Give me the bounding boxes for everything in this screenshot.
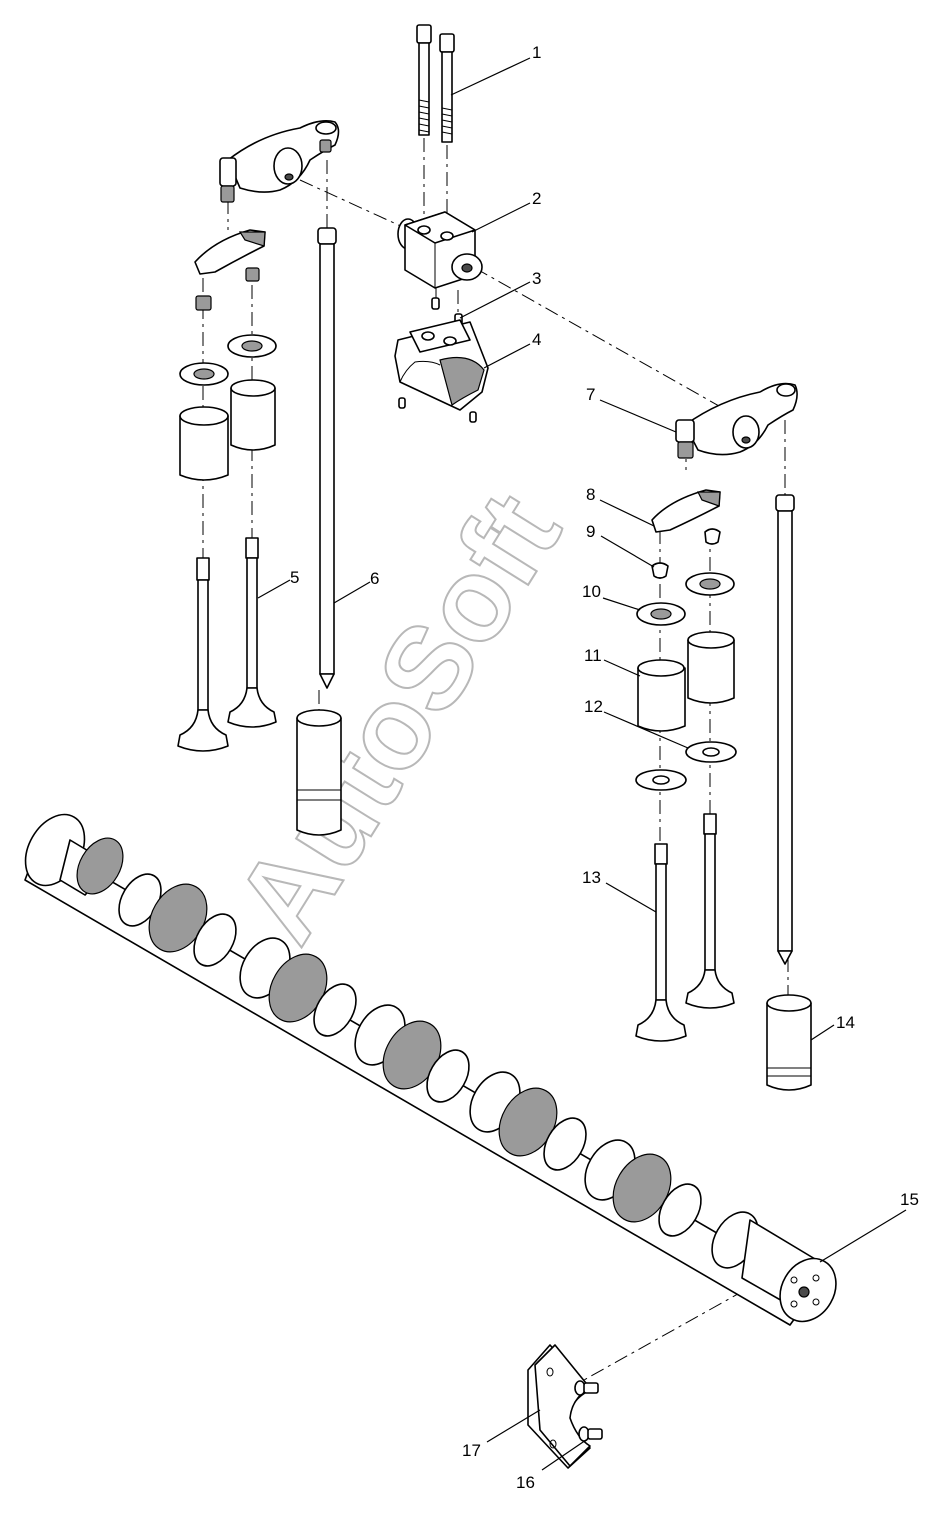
camshaft-lobes (24, 813, 837, 1323)
tappet-right (766, 994, 812, 1091)
rocker-arm-left (219, 120, 340, 203)
valve-springs-left (179, 379, 276, 481)
rocker-arm-right (675, 382, 798, 459)
callout-17: 17 (462, 1441, 481, 1460)
callout-2: 2 (532, 189, 541, 208)
valve-collets-left (195, 267, 260, 311)
valves-right (635, 813, 735, 1042)
callout-6: 6 (370, 569, 379, 588)
spring-retainers-left (179, 334, 277, 386)
callout-3: 3 (532, 269, 541, 288)
spring-washers-right (635, 741, 737, 791)
callout-5: 5 (290, 568, 299, 587)
callout-7: 7 (586, 385, 595, 404)
callout-14: 14 (836, 1013, 855, 1032)
callout-13: 13 (582, 868, 601, 887)
bolt-pair (416, 24, 455, 143)
callout-9: 9 (586, 522, 595, 541)
push-rod-right (775, 494, 795, 965)
valve-bridge-left (194, 229, 266, 275)
callout-15: 15 (900, 1190, 919, 1209)
camshaft (24, 813, 837, 1326)
leader-lines (257, 57, 907, 1471)
push-rod-left (317, 227, 337, 689)
callout-12: 12 (584, 697, 603, 716)
callout-8: 8 (586, 485, 595, 504)
callout-labels: 1 2 3 4 5 6 7 8 9 10 11 12 13 14 15 16 1… (290, 43, 919, 1492)
thrust-plate-bolts (574, 1380, 603, 1442)
callout-11: 11 (584, 646, 602, 665)
rocker-shaft-block (397, 211, 483, 289)
valve-bridge-right (651, 489, 721, 533)
callout-4: 4 (532, 330, 541, 349)
callout-16: 16 (516, 1473, 535, 1492)
valves-left (177, 537, 277, 752)
callout-10: 10 (582, 582, 601, 601)
tappet-left (296, 709, 342, 836)
callout-1: 1 (532, 43, 541, 62)
rocker-bracket (394, 319, 489, 423)
valve-springs-right (637, 631, 735, 732)
valve-collets-right (651, 528, 721, 579)
spring-retainers-right (636, 572, 735, 626)
thrust-plate (527, 1344, 591, 1469)
